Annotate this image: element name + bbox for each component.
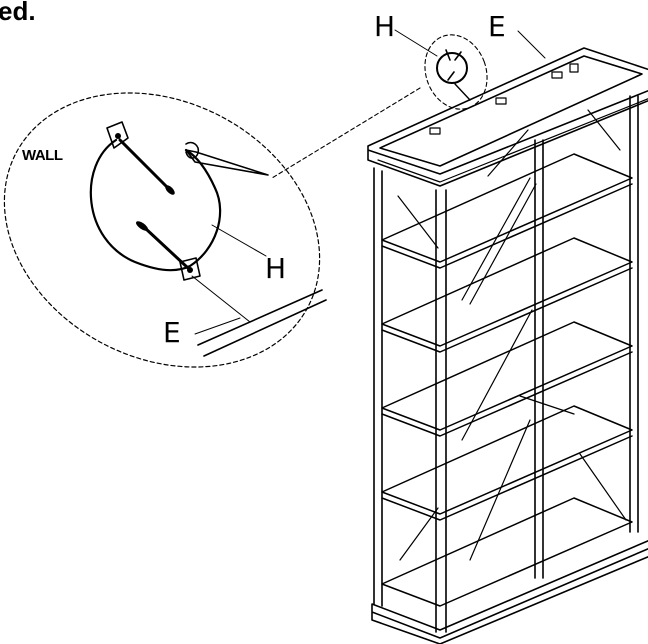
cutoff-heading: ed. <box>0 0 36 26</box>
wall-label: WALL <box>22 147 63 164</box>
wall-bracket-upper <box>106 121 129 149</box>
detail-label-e: E <box>163 316 181 349</box>
top-e-leader <box>517 30 546 59</box>
detail-h-leader <box>211 224 267 257</box>
strap-wire-to-panel <box>191 275 251 323</box>
detail-callout: E H WALL <box>3 87 421 368</box>
detail-dashed-ellipse <box>3 92 321 368</box>
top-h-leader <box>394 29 438 57</box>
detail-top-panel-edge <box>197 289 327 357</box>
top-strap-loop <box>436 52 468 84</box>
bookcase <box>367 47 648 644</box>
strap-loop <box>89 138 222 272</box>
top-callout: H E <box>374 10 546 110</box>
top-dashed-ellipse <box>424 34 488 110</box>
detail-label-h: H <box>265 252 286 285</box>
top-label-h: H <box>374 10 395 43</box>
top-brackets <box>429 63 579 135</box>
screw-wall <box>118 138 175 195</box>
bookcase-crown <box>367 47 648 187</box>
screw-furniture <box>136 221 190 270</box>
top-label-e: E <box>488 10 506 43</box>
bookcase-posts <box>373 95 639 633</box>
bookcase-shelves <box>381 153 633 607</box>
strap-buckle <box>185 141 200 159</box>
bookcase-base <box>371 539 648 644</box>
back-cross-braces <box>397 109 627 561</box>
detail-e-leader <box>194 317 241 335</box>
detail-leader-upper <box>271 87 421 179</box>
